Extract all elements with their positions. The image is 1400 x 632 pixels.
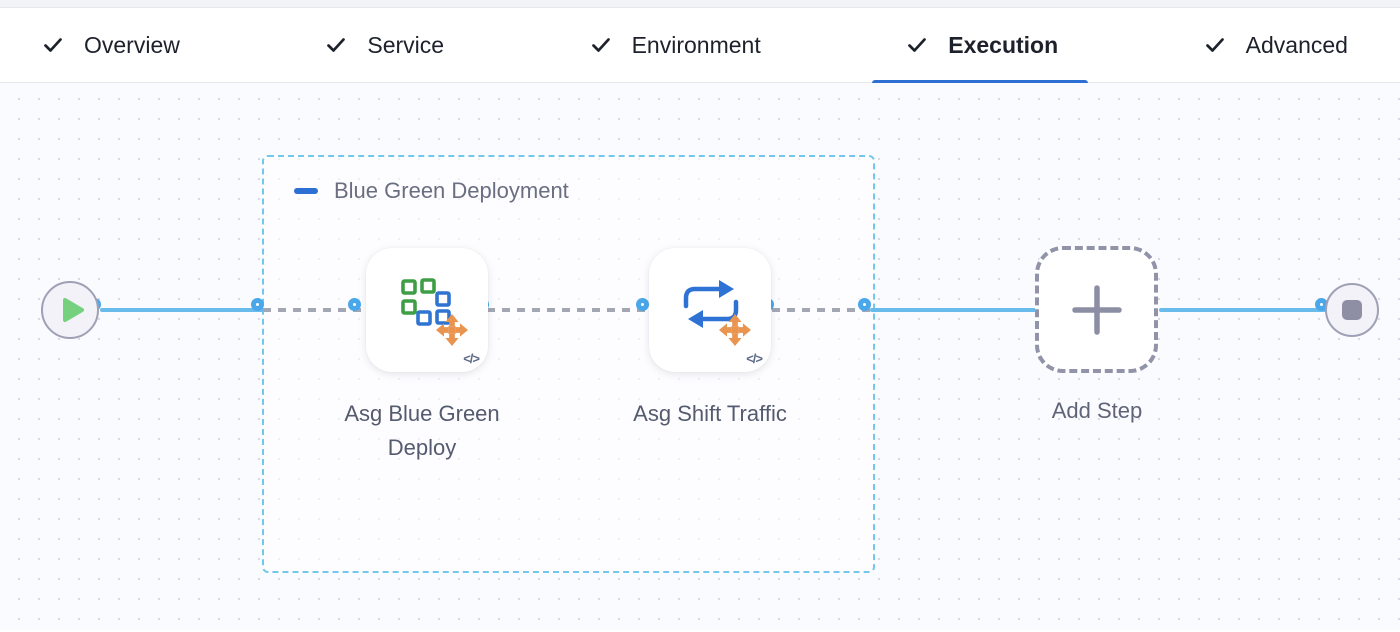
connector-line-dashed [487, 308, 649, 312]
step-label-asg-blue-green-deploy: Asg Blue Green Deploy [344, 401, 500, 461]
move-arrows-icon [435, 314, 469, 351]
move-arrows-icon [718, 314, 752, 351]
tab-advanced[interactable]: Advanced [1204, 32, 1348, 59]
stage-group-box [262, 155, 875, 573]
pipeline-start-node [41, 281, 99, 339]
connector-line-solid [100, 308, 267, 312]
tab-label: Environment [631, 31, 761, 58]
connector-port[interactable] [251, 298, 264, 311]
stage-group-header: Blue Green Deployment [294, 178, 569, 204]
tab-service[interactable]: Service [325, 32, 444, 59]
play-icon [61, 297, 85, 323]
add-step-button[interactable] [1035, 246, 1158, 373]
check-icon [906, 34, 928, 56]
tab-label: Execution [948, 31, 1059, 58]
connector-port[interactable] [636, 298, 649, 311]
code-template-icon: </> [463, 351, 480, 366]
window-top-strip [0, 0, 1400, 8]
step-label-asg-shift-traffic: Asg Shift Traffic [633, 401, 787, 426]
connector-line-solid [1159, 308, 1329, 312]
tab-overview[interactable]: Overview [42, 32, 180, 59]
pipeline-end-node [1325, 283, 1379, 337]
check-icon [42, 34, 64, 56]
stage-group-label: Blue Green Deployment [334, 178, 569, 203]
plus-icon [1070, 283, 1124, 337]
connector-line-dashed [263, 308, 361, 312]
check-icon [590, 34, 612, 56]
check-icon [1204, 34, 1226, 56]
connector-port[interactable] [858, 298, 871, 311]
connector-line-solid [870, 308, 1037, 312]
tab-label: Overview [84, 31, 180, 58]
step-node-asg-shift-traffic[interactable]: </> [649, 248, 771, 372]
pipeline-canvas: Blue Green Deployment [0, 83, 1400, 630]
connector-port[interactable] [348, 298, 361, 311]
check-icon [325, 34, 347, 56]
asg-blue-green-deploy-icon [399, 277, 455, 334]
asg-shift-traffic-icon [675, 272, 747, 341]
add-step-label: Add Step [1051, 398, 1143, 423]
code-template-icon: </> [746, 351, 763, 366]
stop-icon [1342, 300, 1362, 320]
connector-line-dashed [772, 308, 871, 312]
tab-execution[interactable]: Execution [872, 31, 1089, 86]
step-node-asg-blue-green-deploy[interactable]: </> [366, 248, 488, 372]
collapse-minus-icon[interactable] [294, 188, 318, 194]
tab-label: Advanced [1245, 31, 1348, 58]
tab-label: Service [367, 31, 445, 58]
tab-environment[interactable]: Environment [590, 32, 761, 59]
wizard-tab-bar: Overview Service Environment Execution A… [0, 8, 1400, 86]
